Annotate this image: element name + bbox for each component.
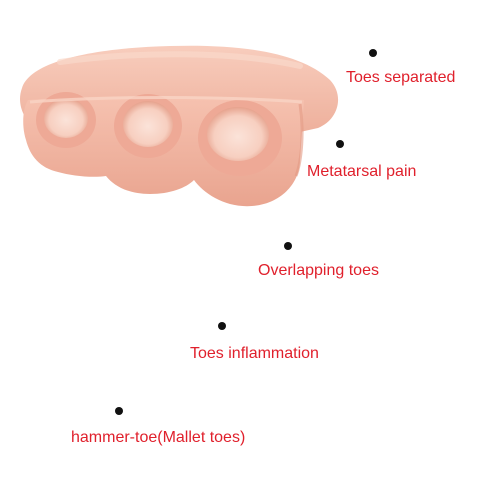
bullet-dot-icon (336, 140, 344, 148)
bullet-dot-icon (115, 407, 123, 415)
callout-label-toes-separated: Toes separated (346, 69, 456, 86)
callout-label-hammer-toe: hammer-toe(Mallet toes) (71, 429, 246, 446)
callout-label-metatarsal-pain: Metatarsal pain (307, 163, 417, 180)
bullet-dot-icon (369, 49, 377, 57)
bullet-dot-icon (218, 322, 226, 330)
callout-label-overlapping-toes: Overlapping toes (258, 262, 379, 279)
toe-separator-product-image (20, 45, 339, 207)
callout-label-toes-inflammation: Toes inflammation (190, 345, 319, 362)
bullet-dot-icon (284, 242, 292, 250)
